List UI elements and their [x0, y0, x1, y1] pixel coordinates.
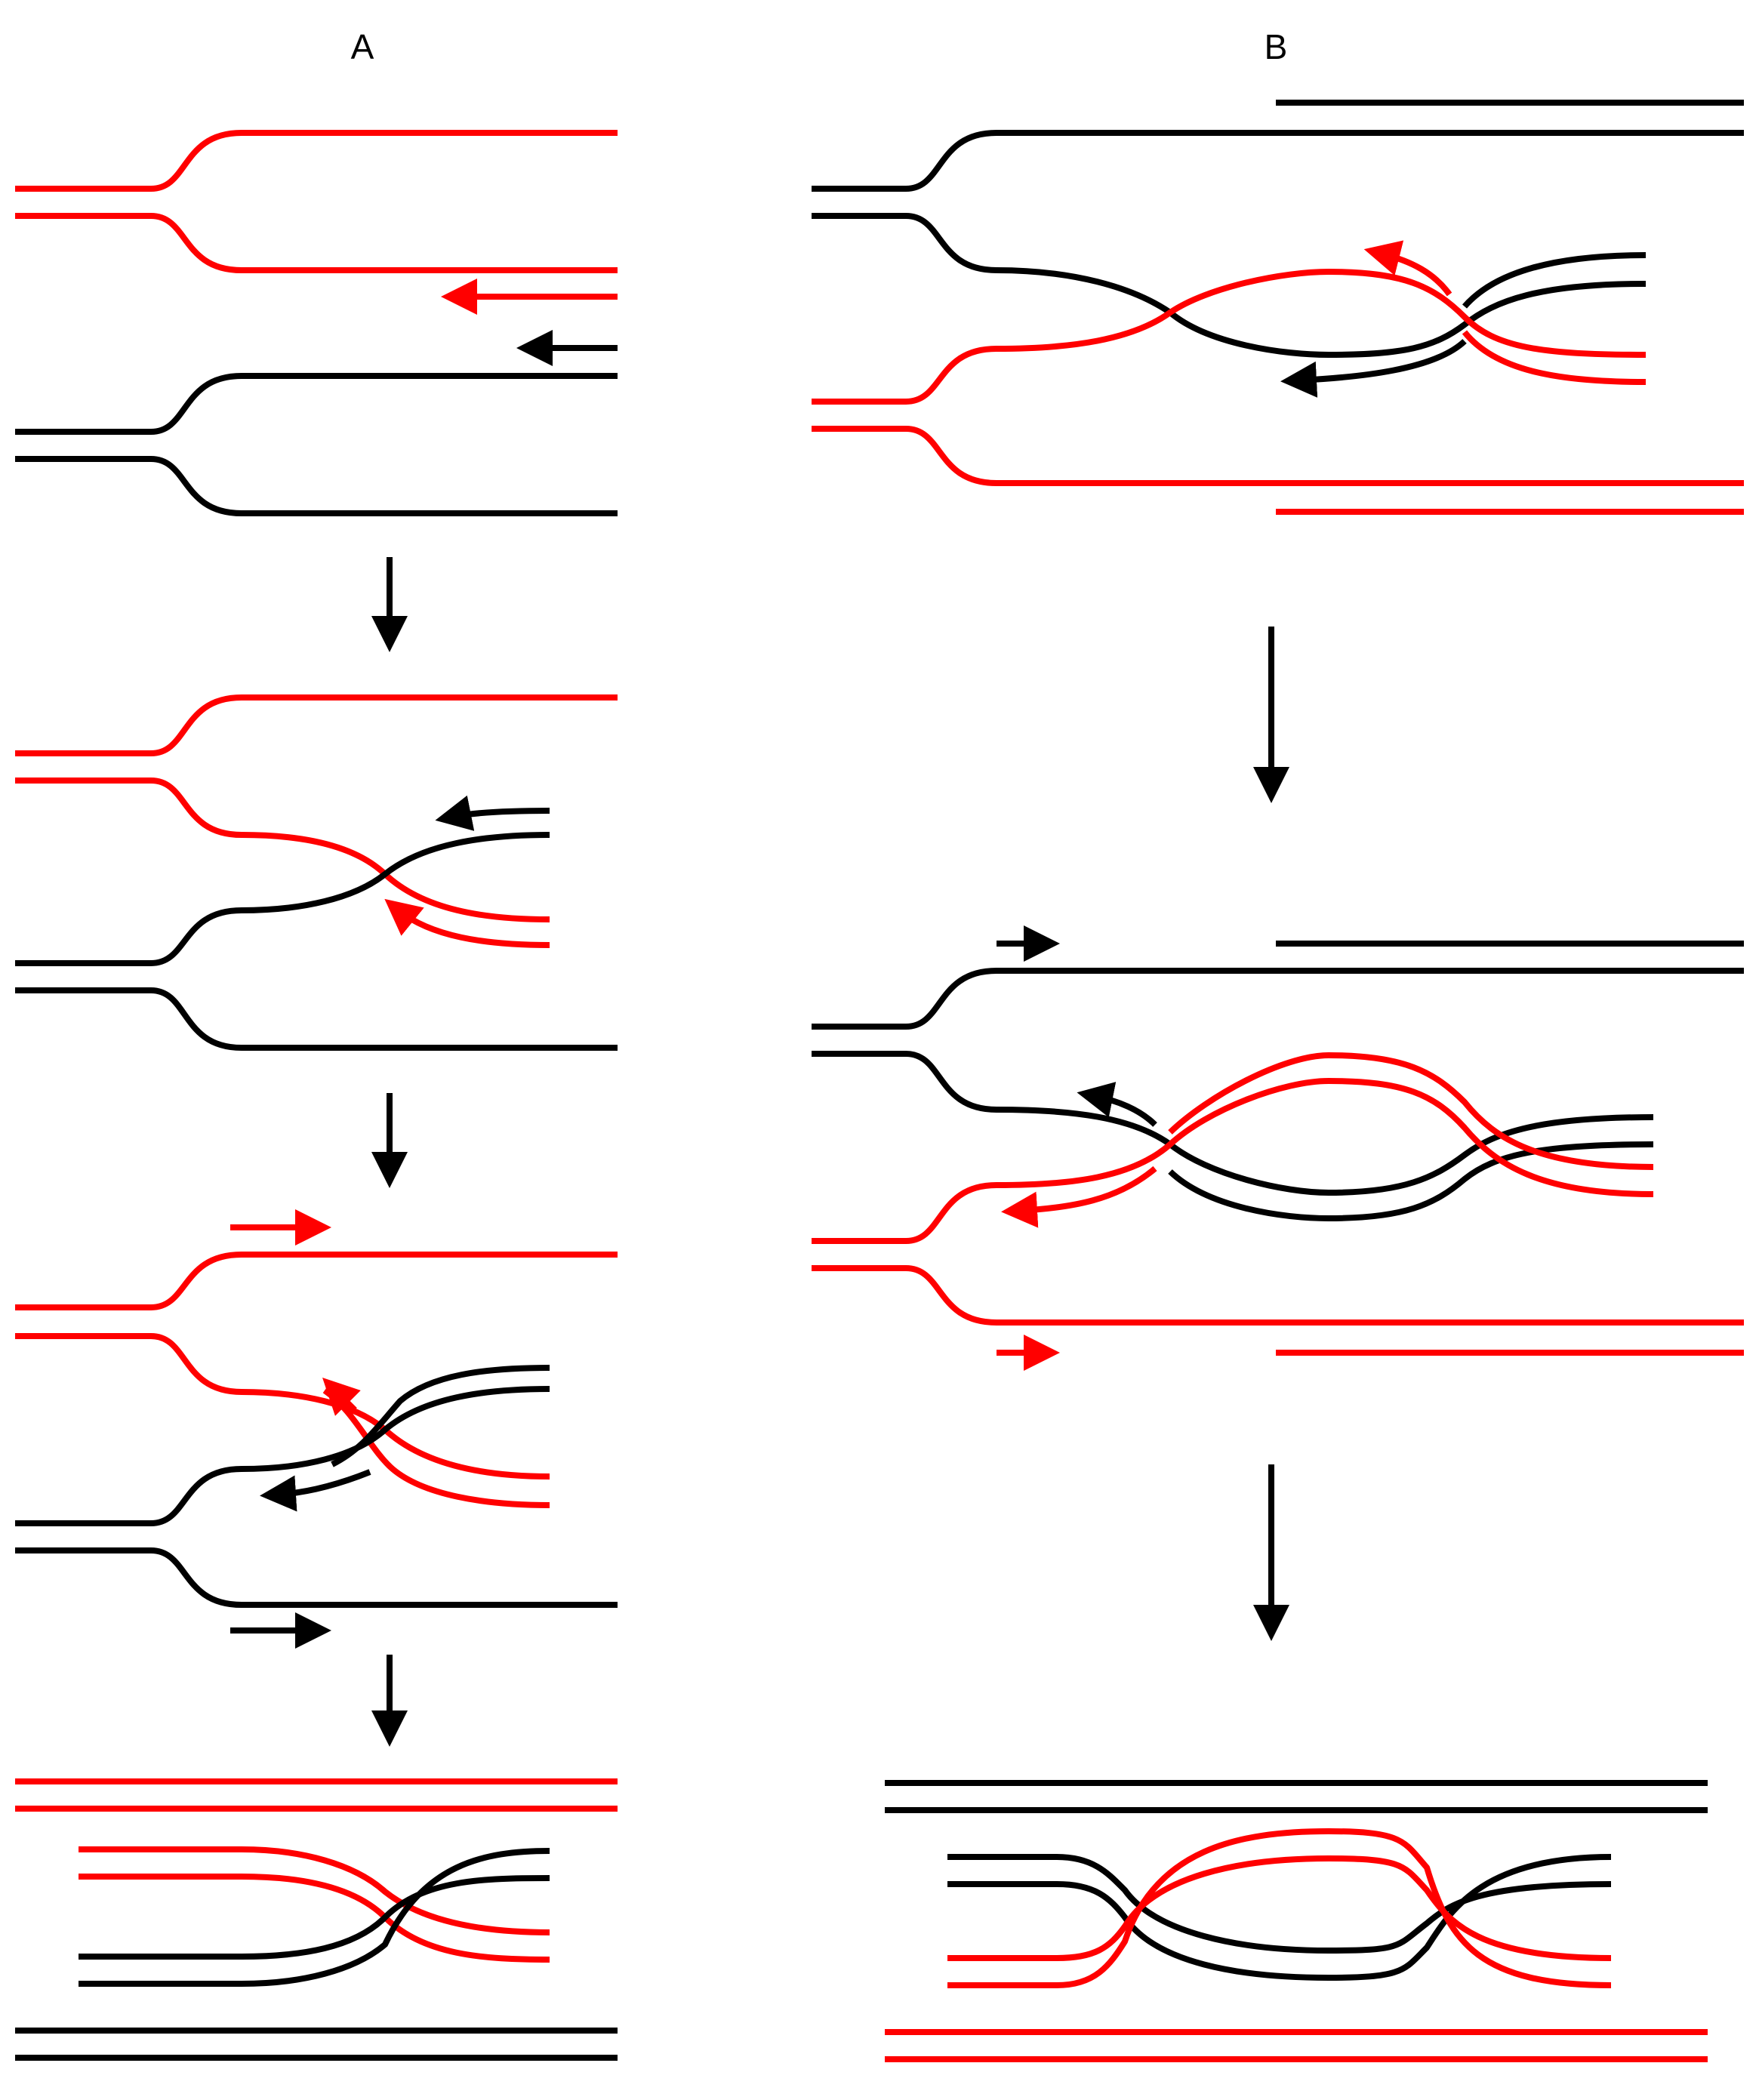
strand-black-upper — [15, 1386, 550, 1526]
strand-black-upper — [812, 968, 1744, 1030]
strand-red-new — [322, 1387, 550, 1508]
arrow-red-regression — [384, 898, 550, 948]
strand-red-lower — [15, 213, 618, 273]
strand-red-upper — [812, 269, 1647, 405]
strand-red-upper — [15, 694, 618, 756]
strand-black-lower — [15, 1547, 618, 1608]
step-a1 — [15, 130, 618, 516]
strand-red-upper — [15, 130, 618, 192]
strand-black-upper — [812, 130, 1744, 192]
panel-label-a: A — [351, 27, 374, 66]
strand-black-outer — [1462, 252, 1647, 309]
dhj-red-2 — [947, 1828, 1612, 1988]
strand-black-lower — [15, 987, 618, 1051]
step-a4 — [15, 1778, 618, 2061]
step-b2 — [812, 925, 1744, 1371]
strand-black-new — [331, 1365, 550, 1467]
dhj-black-2 — [947, 1854, 1612, 1981]
step-a3 — [15, 1209, 618, 1649]
strand-black-upper — [15, 832, 550, 966]
panel-label-b: B — [1265, 27, 1288, 66]
strand-red-inner — [1168, 1052, 1654, 1170]
step-b3 — [885, 1780, 1708, 2062]
dhj-red-1 — [947, 1855, 1612, 1961]
arrow-black-new — [260, 1469, 371, 1512]
arrow-red-extension-mid — [1001, 1165, 1157, 1228]
strand-black-lower — [15, 456, 618, 516]
strand-red-lower — [15, 1333, 550, 1480]
strand-black-upper — [15, 373, 618, 435]
strand-red-upper — [812, 1078, 1654, 1244]
strand-red-lower — [812, 426, 1744, 486]
panel-a — [15, 130, 618, 2061]
hj-red-2 — [79, 1874, 550, 1963]
strand-red-lower — [812, 1265, 1744, 1326]
step-b1 — [812, 100, 1744, 515]
strand-black-lower — [812, 213, 1647, 358]
arrow-black-regression — [435, 795, 550, 831]
arrow-red-new — [322, 1378, 361, 1416]
arrow-red-extension — [1363, 240, 1452, 297]
strand-red-upper — [15, 1252, 618, 1310]
strand-red-outer — [1462, 330, 1647, 385]
step-a2 — [15, 694, 618, 1051]
hj-black-1 — [79, 1875, 550, 1960]
strand-red-lower — [15, 777, 550, 922]
hj-red-1 — [79, 1846, 550, 1935]
arrow-black-extension-mid — [1077, 1082, 1157, 1127]
hj-black-2 — [79, 1848, 550, 1987]
arrow-black-extension — [1280, 339, 1467, 398]
panel-b — [812, 100, 1744, 2062]
